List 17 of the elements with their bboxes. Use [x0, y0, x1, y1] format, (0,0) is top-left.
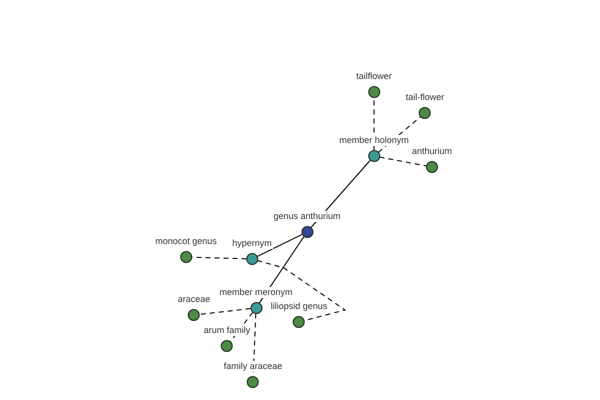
node-label: genus anthurium: [272, 211, 342, 222]
node-label: hypernym: [231, 238, 273, 249]
dashed-line: [198, 308, 252, 315]
node-label: member meronym: [218, 287, 294, 298]
connector-line: [256, 234, 303, 258]
node-label: arum family: [202, 325, 252, 336]
node-label: tailflower: [355, 71, 393, 82]
node-label: liliopsid genus: [270, 301, 328, 312]
node-label: monocot genus: [154, 236, 218, 247]
dashed-line: [378, 116, 422, 153]
node-label: araceae: [176, 294, 212, 305]
node-label: anthurium: [410, 146, 454, 157]
node-label: member holonym: [338, 135, 410, 146]
dashed-line: [256, 260, 346, 322]
dashed-line: [378, 156, 428, 166]
node-label: tail-flower: [404, 92, 446, 103]
node-label: family araceae: [222, 361, 284, 372]
